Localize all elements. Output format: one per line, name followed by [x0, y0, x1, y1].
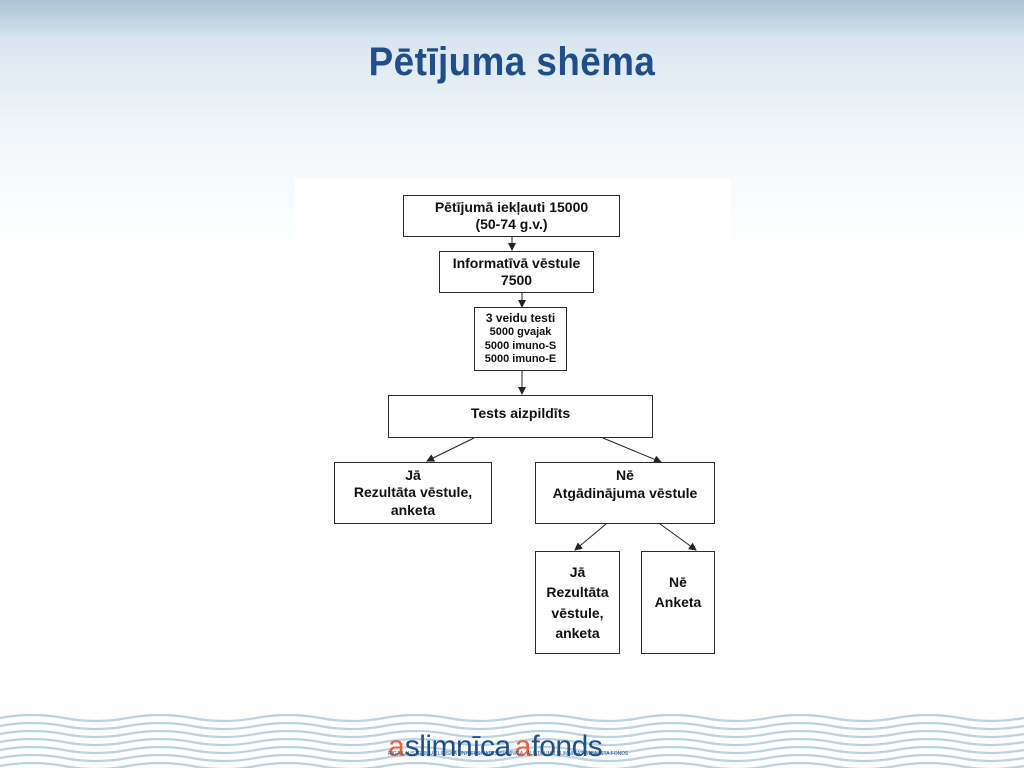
node-informative-letter: Informatīvā vēstule 7500	[439, 251, 594, 293]
footer-waves	[0, 713, 1024, 768]
node-completed-line1: Tests aizpildīts	[470, 405, 571, 421]
slide-title: Pētījuma shēma	[368, 40, 656, 84]
node-yes-line2: Rezultāta vēstule,	[353, 484, 473, 501]
node-yes: Jā Rezultāta vēstule, anketa	[334, 462, 492, 524]
node-yes-line3: anketa	[390, 501, 436, 518]
logo-left-letter: a	[388, 730, 405, 763]
node-test-types: 3 veidu testi 5000 gvajak 5000 imuno-S 5…	[474, 307, 567, 371]
node-included: Pētījumā iekļauti 15000 (50-74 g.v.)	[403, 195, 620, 237]
node-letter-line1: Informatīvā vēstule	[452, 254, 581, 271]
node-tests-line2: 5000 gvajak	[489, 325, 552, 338]
arrow-completed-to-yes	[426, 437, 475, 462]
node-letter-line2: 7500	[500, 272, 533, 288]
node-tests-line4: 5000 imuno-E	[484, 353, 557, 366]
arrow-completed-to-no	[602, 437, 662, 464]
arrow-no-to-no2	[659, 523, 697, 551]
node-yes-line1: Jā	[405, 466, 421, 483]
node-yes2-line2: Rezultāta	[546, 584, 609, 601]
node-yes-second: Jā Rezultāta vēstule, anketa	[535, 551, 620, 654]
node-tests-line1: 3 veidu testi	[485, 310, 556, 325]
logo-right-word: fonds	[531, 730, 603, 763]
node-no: Nē Atgādinājuma vēstule	[535, 462, 715, 524]
logo-left-word: slimnīca	[404, 730, 512, 763]
node-no-second: Nē Anketa	[641, 551, 715, 654]
node-included-line1: Pētījumā iekļauti 15000	[434, 198, 589, 215]
logo-right-letter: a	[514, 730, 532, 763]
node-no2-line2: Anketa	[654, 594, 702, 611]
arrow-no-to-yes2	[574, 523, 607, 551]
node-included-line2: (50-74 g.v.)	[475, 216, 548, 232]
node-no-line1: Nē	[616, 467, 634, 483]
node-yes2-line4: anketa	[555, 624, 600, 641]
node-test-completed: Tests aizpildīts	[388, 395, 653, 438]
node-no-line2: Atgādinājuma vēstule	[552, 484, 698, 501]
node-no2-line1: Nē	[669, 574, 687, 590]
node-yes2-line3: vēstule,	[551, 604, 604, 621]
node-yes2-line1: Jā	[569, 563, 586, 580]
logo-subtitle: RĪGAS AUSTRUMU KLĪNISKĀ UNIVERSITĀTES SL…	[388, 751, 629, 757]
node-tests-line3: 5000 imuno-S	[484, 339, 557, 352]
